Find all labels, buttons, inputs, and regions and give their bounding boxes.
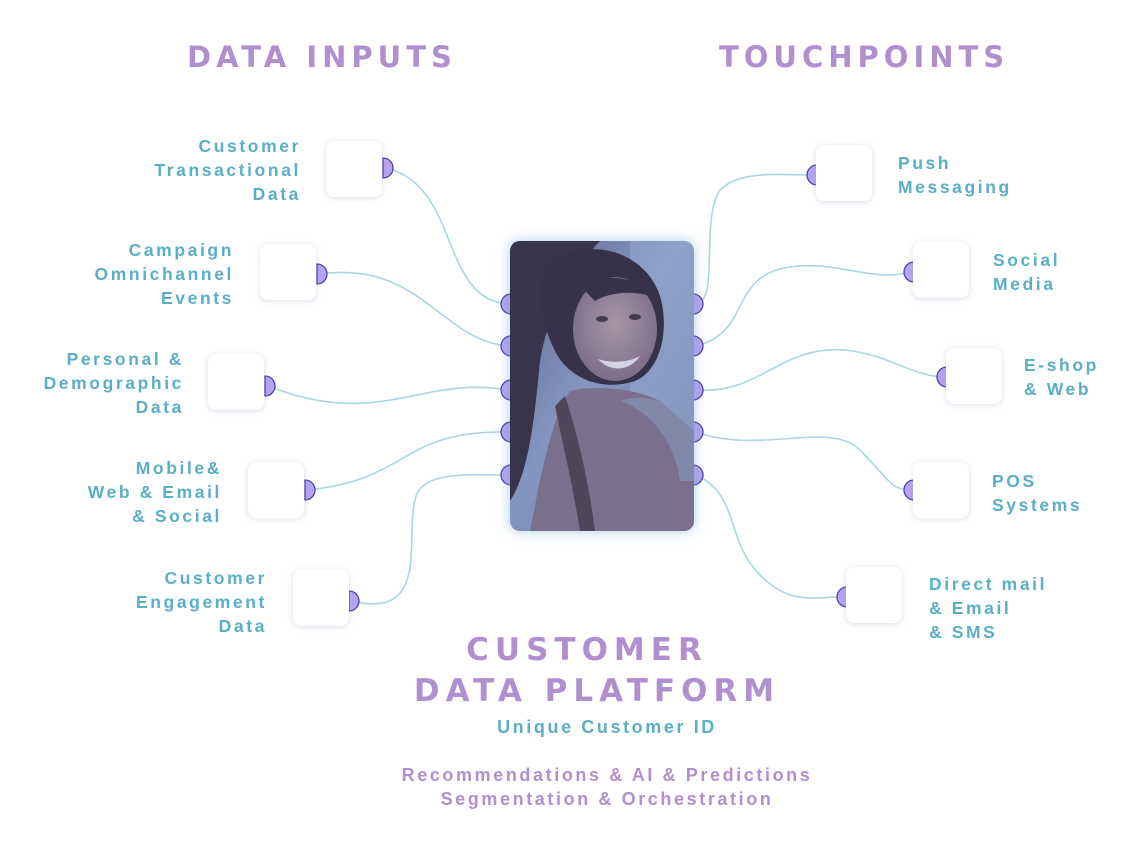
customer-portrait-image	[510, 241, 694, 531]
port-center-left-1	[500, 293, 512, 315]
touchpoint-label-5: Direct mail & Email & SMS	[929, 574, 1048, 642]
input-node-4[interactable]	[248, 462, 304, 518]
port-touch-4	[903, 479, 915, 501]
input-node-5[interactable]	[293, 570, 349, 626]
data-inputs-heading: DATA INPUTS	[187, 40, 457, 74]
port-center-right-5	[692, 464, 704, 486]
port-center-right-4	[692, 421, 704, 443]
touchpoints-heading: TOUCHPOINTS	[719, 40, 1010, 74]
wire-input-3	[267, 385, 509, 405]
wire-touch-2	[695, 264, 912, 347]
touchpoint-node-1[interactable]	[816, 145, 872, 201]
wire-input-1	[385, 167, 509, 305]
platform-subtitle: Unique Customer ID	[497, 717, 717, 737]
platform-title-line2: DATA PLATFORM	[413, 673, 781, 709]
port-input-5	[348, 590, 360, 612]
port-input-1	[382, 157, 394, 179]
wire-input-2	[319, 271, 509, 347]
touchpoint-node-3[interactable]	[946, 348, 1002, 404]
port-center-right-2	[692, 335, 704, 357]
port-touch-2	[903, 261, 915, 283]
wire-touch-1	[695, 173, 815, 305]
wire-input-4	[307, 431, 509, 491]
input-label-5: Customer Engagement Data	[135, 568, 267, 636]
input-label-3: Personal & Demographic Data	[43, 349, 184, 417]
platform-title-line1: CUSTOMER	[466, 632, 708, 668]
port-center-right-1	[692, 293, 704, 315]
touchpoint-label-2: Social Media	[993, 250, 1061, 294]
port-center-right-3	[692, 379, 704, 401]
input-label-2: Campaign Omnichannel Events	[94, 240, 234, 308]
wire-touch-4	[695, 431, 912, 491]
input-label-1: Customer Transactional Data	[154, 136, 301, 204]
port-touch-3	[936, 366, 948, 388]
wire-touch-5	[695, 474, 845, 599]
touchpoint-node-5[interactable]	[846, 567, 902, 623]
port-input-3	[264, 375, 276, 397]
port-input-4	[304, 479, 316, 501]
touchpoint-node-4[interactable]	[913, 462, 969, 518]
touchpoint-node-2[interactable]	[913, 242, 969, 298]
touchpoint-label-3: E-shop & Web	[1024, 355, 1099, 399]
input-node-3[interactable]	[208, 354, 264, 410]
platform-features-line1: Recommendations & AI & Predictions	[401, 765, 813, 785]
port-input-2	[316, 263, 328, 285]
port-touch-1	[806, 164, 818, 186]
port-touch-5	[836, 586, 848, 608]
platform-features-line2: Segmentation & Orchestration	[440, 789, 774, 809]
port-center-left-2	[500, 335, 512, 357]
input-node-2[interactable]	[260, 244, 316, 300]
port-center-left-4	[500, 421, 512, 443]
input-node-1[interactable]	[326, 141, 382, 197]
touchpoint-label-4: POS Systems	[992, 471, 1083, 515]
input-label-4: Mobile& Web & Email & Social	[87, 458, 222, 526]
touchpoint-label-1: Push Messaging	[898, 153, 1012, 197]
wire-touch-3	[695, 348, 943, 392]
port-center-left-5	[500, 464, 512, 486]
wire-input-5	[351, 473, 509, 605]
port-center-left-3	[500, 379, 512, 401]
